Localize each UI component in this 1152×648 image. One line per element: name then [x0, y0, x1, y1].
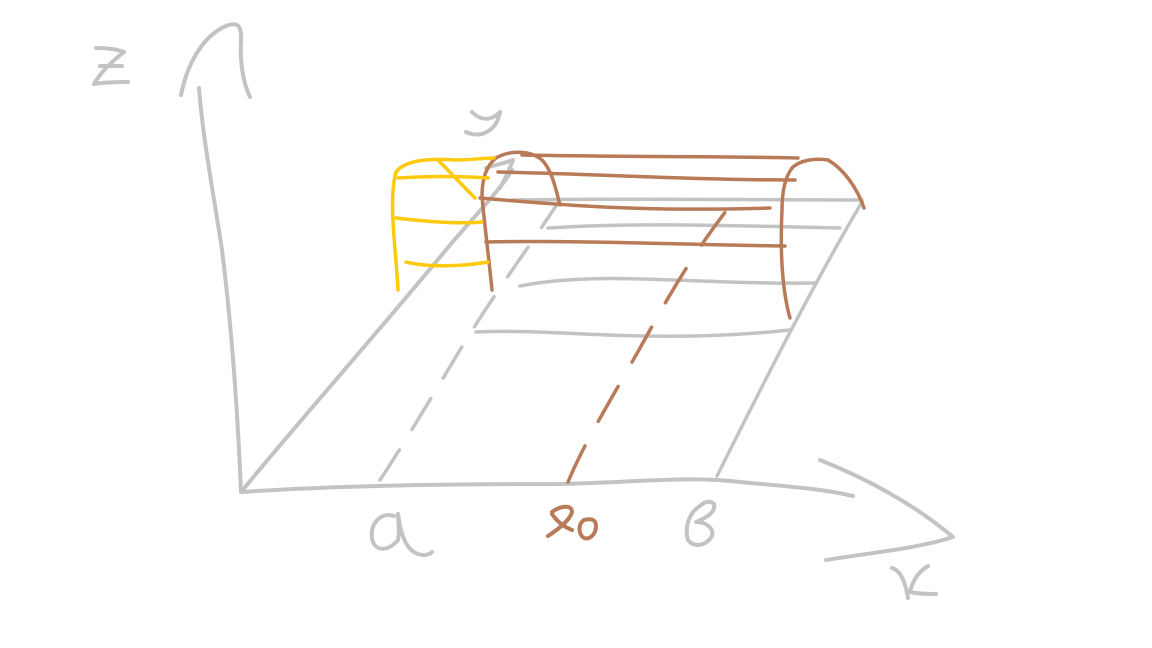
label-y — [464, 110, 502, 137]
slice-dashed-x0 — [566, 194, 740, 484]
cross-section-diagonal — [436, 158, 477, 200]
slice-line-3 — [484, 239, 787, 248]
cross-section-line-3 — [404, 260, 490, 268]
label-a — [369, 512, 434, 557]
label-y-stroke — [464, 110, 502, 137]
label-b-stroke — [684, 499, 717, 547]
base-region-group — [378, 197, 864, 482]
label-b-text: b — [698, 516, 718, 554]
label-a-stroke — [369, 512, 434, 557]
cross-section-line-2 — [394, 216, 484, 225]
slice-right-side — [779, 166, 794, 320]
x-axis-arrowhead — [818, 458, 955, 562]
cross-section-line-1 — [396, 174, 490, 180]
label-x-stroke-1 — [890, 566, 910, 600]
label-x0 — [546, 504, 598, 541]
z-axis-arrowhead — [179, 22, 252, 99]
y-axis-arrowhead — [484, 158, 515, 190]
x-axis — [239, 477, 855, 498]
z-axis — [197, 86, 243, 494]
cross-section-group — [390, 156, 496, 292]
axis-labels — [92, 46, 938, 600]
slice-line-2 — [478, 196, 772, 211]
slice-line-1 — [496, 170, 797, 182]
label-x-text: x — [910, 566, 929, 604]
label-z — [92, 46, 130, 86]
region-back-edge — [510, 197, 864, 202]
label-a-text: a — [398, 520, 418, 558]
label-x0-stroke-1 — [546, 504, 574, 538]
y-axis — [239, 168, 514, 494]
slice-top-left-curve — [494, 150, 562, 207]
label-x0-subscript — [577, 517, 598, 541]
region-dashed-a — [378, 198, 562, 482]
slice-top-edge — [520, 153, 800, 160]
slice-left-side — [480, 156, 498, 292]
label-b — [684, 499, 717, 547]
region-right-edge — [715, 200, 864, 478]
slice-group — [478, 150, 866, 484]
label-z-text: z — [110, 50, 127, 88]
region-line-3 — [474, 328, 792, 339]
label-x-stroke-2 — [908, 564, 938, 596]
label-x — [890, 564, 938, 600]
axes-group — [179, 22, 955, 562]
slice-top-right-curve — [790, 157, 866, 210]
label-x0-stroke-2 — [550, 512, 574, 532]
cross-section-outline — [390, 156, 496, 292]
region-line-2 — [518, 276, 817, 288]
label-y-text: y — [482, 102, 501, 140]
region-line-1 — [546, 223, 842, 230]
label-x0-text: x0 — [566, 506, 605, 544]
